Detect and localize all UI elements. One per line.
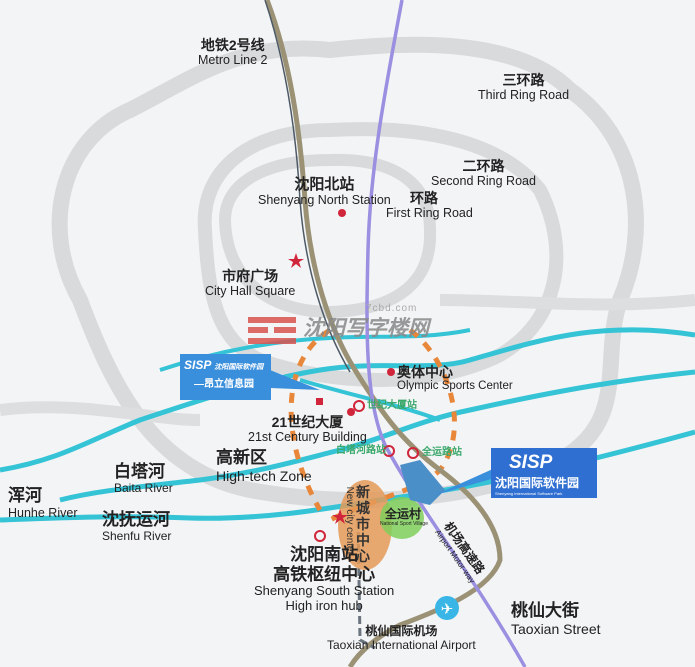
hunhe-river xyxy=(0,327,695,473)
rail-line xyxy=(264,0,351,373)
right-callout-pointer xyxy=(435,468,495,495)
train-station-icon xyxy=(314,530,326,542)
city-hall-star xyxy=(288,253,304,268)
airport-icon xyxy=(435,596,459,620)
new-city-star xyxy=(332,509,348,524)
label-quanyunlu-station: 全运路站 xyxy=(422,447,462,458)
label-baitahelu-station: 白塔河路站 xyxy=(336,445,386,456)
watermark-site: 7cbd.com xyxy=(366,303,418,314)
watermark-brand: 沈阳写字楼网 xyxy=(303,317,429,340)
sisp-logo: SISP xyxy=(509,452,553,473)
label-new-city-zh: 新城市中心 xyxy=(356,484,370,565)
sisp-angli-callout[interactable]: SISP 沈阳国际软件园 —昂立信息园 xyxy=(180,354,271,400)
left-callout-pointer xyxy=(270,370,320,390)
north-station-dot xyxy=(338,209,346,217)
plane-icon: ✈ xyxy=(441,601,454,618)
callout-name: 沈阳国际软件园 xyxy=(495,476,580,490)
new-city-center-zone xyxy=(338,480,392,570)
callout-sub: Shenyang International Software Park xyxy=(495,491,563,496)
first-ring-road xyxy=(218,153,437,319)
software-park-block xyxy=(400,460,445,505)
sport-village-zone xyxy=(380,497,424,539)
label-century-station: 世纪大厦站 xyxy=(367,400,417,411)
metro-station-icons xyxy=(353,400,419,459)
olympic-dot xyxy=(387,368,395,376)
ring-extension xyxy=(0,294,695,426)
metro-line-2 xyxy=(264,0,503,667)
sisp-logo: SISP xyxy=(184,358,211,372)
baita-river xyxy=(59,369,695,503)
sisp-software-park-callout[interactable]: SISP 沈阳国际软件园 Shenyang International Soft… xyxy=(491,448,597,498)
callout-name: 沈阳国际软件园 xyxy=(214,364,264,371)
century-dot xyxy=(347,408,355,416)
purple-line xyxy=(365,0,527,667)
watermark-logo xyxy=(248,317,296,344)
angli-info-park-marker xyxy=(316,398,323,405)
third-ring-road xyxy=(51,36,644,508)
callout-sub: —昂立信息园 xyxy=(194,379,254,390)
